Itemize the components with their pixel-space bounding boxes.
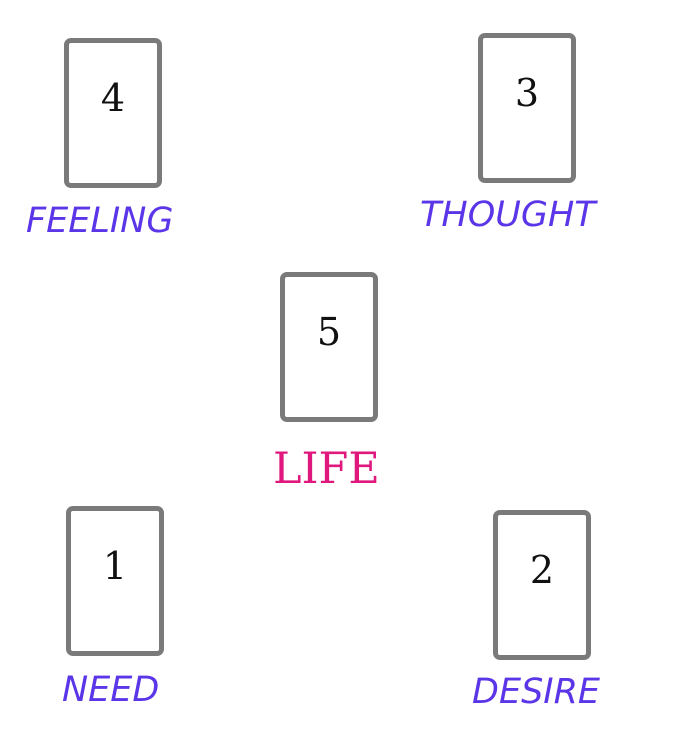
card-position-1: 1	[66, 506, 164, 656]
label-desire: DESIRE	[472, 672, 601, 712]
card-number: 2	[529, 548, 555, 592]
card-number: 3	[514, 71, 540, 115]
label-thought: THOUGHT	[420, 195, 596, 235]
card-position-2: 2	[493, 510, 591, 660]
label-life: LIFE	[273, 444, 380, 494]
card-number: 1	[102, 544, 128, 588]
card-position-5: 5	[280, 272, 378, 422]
card-number: 4	[100, 76, 126, 120]
label-need: NEED	[62, 670, 160, 710]
card-position-3: 3	[478, 33, 576, 183]
label-feeling: FEELING	[26, 201, 174, 241]
card-position-4: 4	[64, 38, 162, 188]
card-number: 5	[316, 310, 342, 354]
